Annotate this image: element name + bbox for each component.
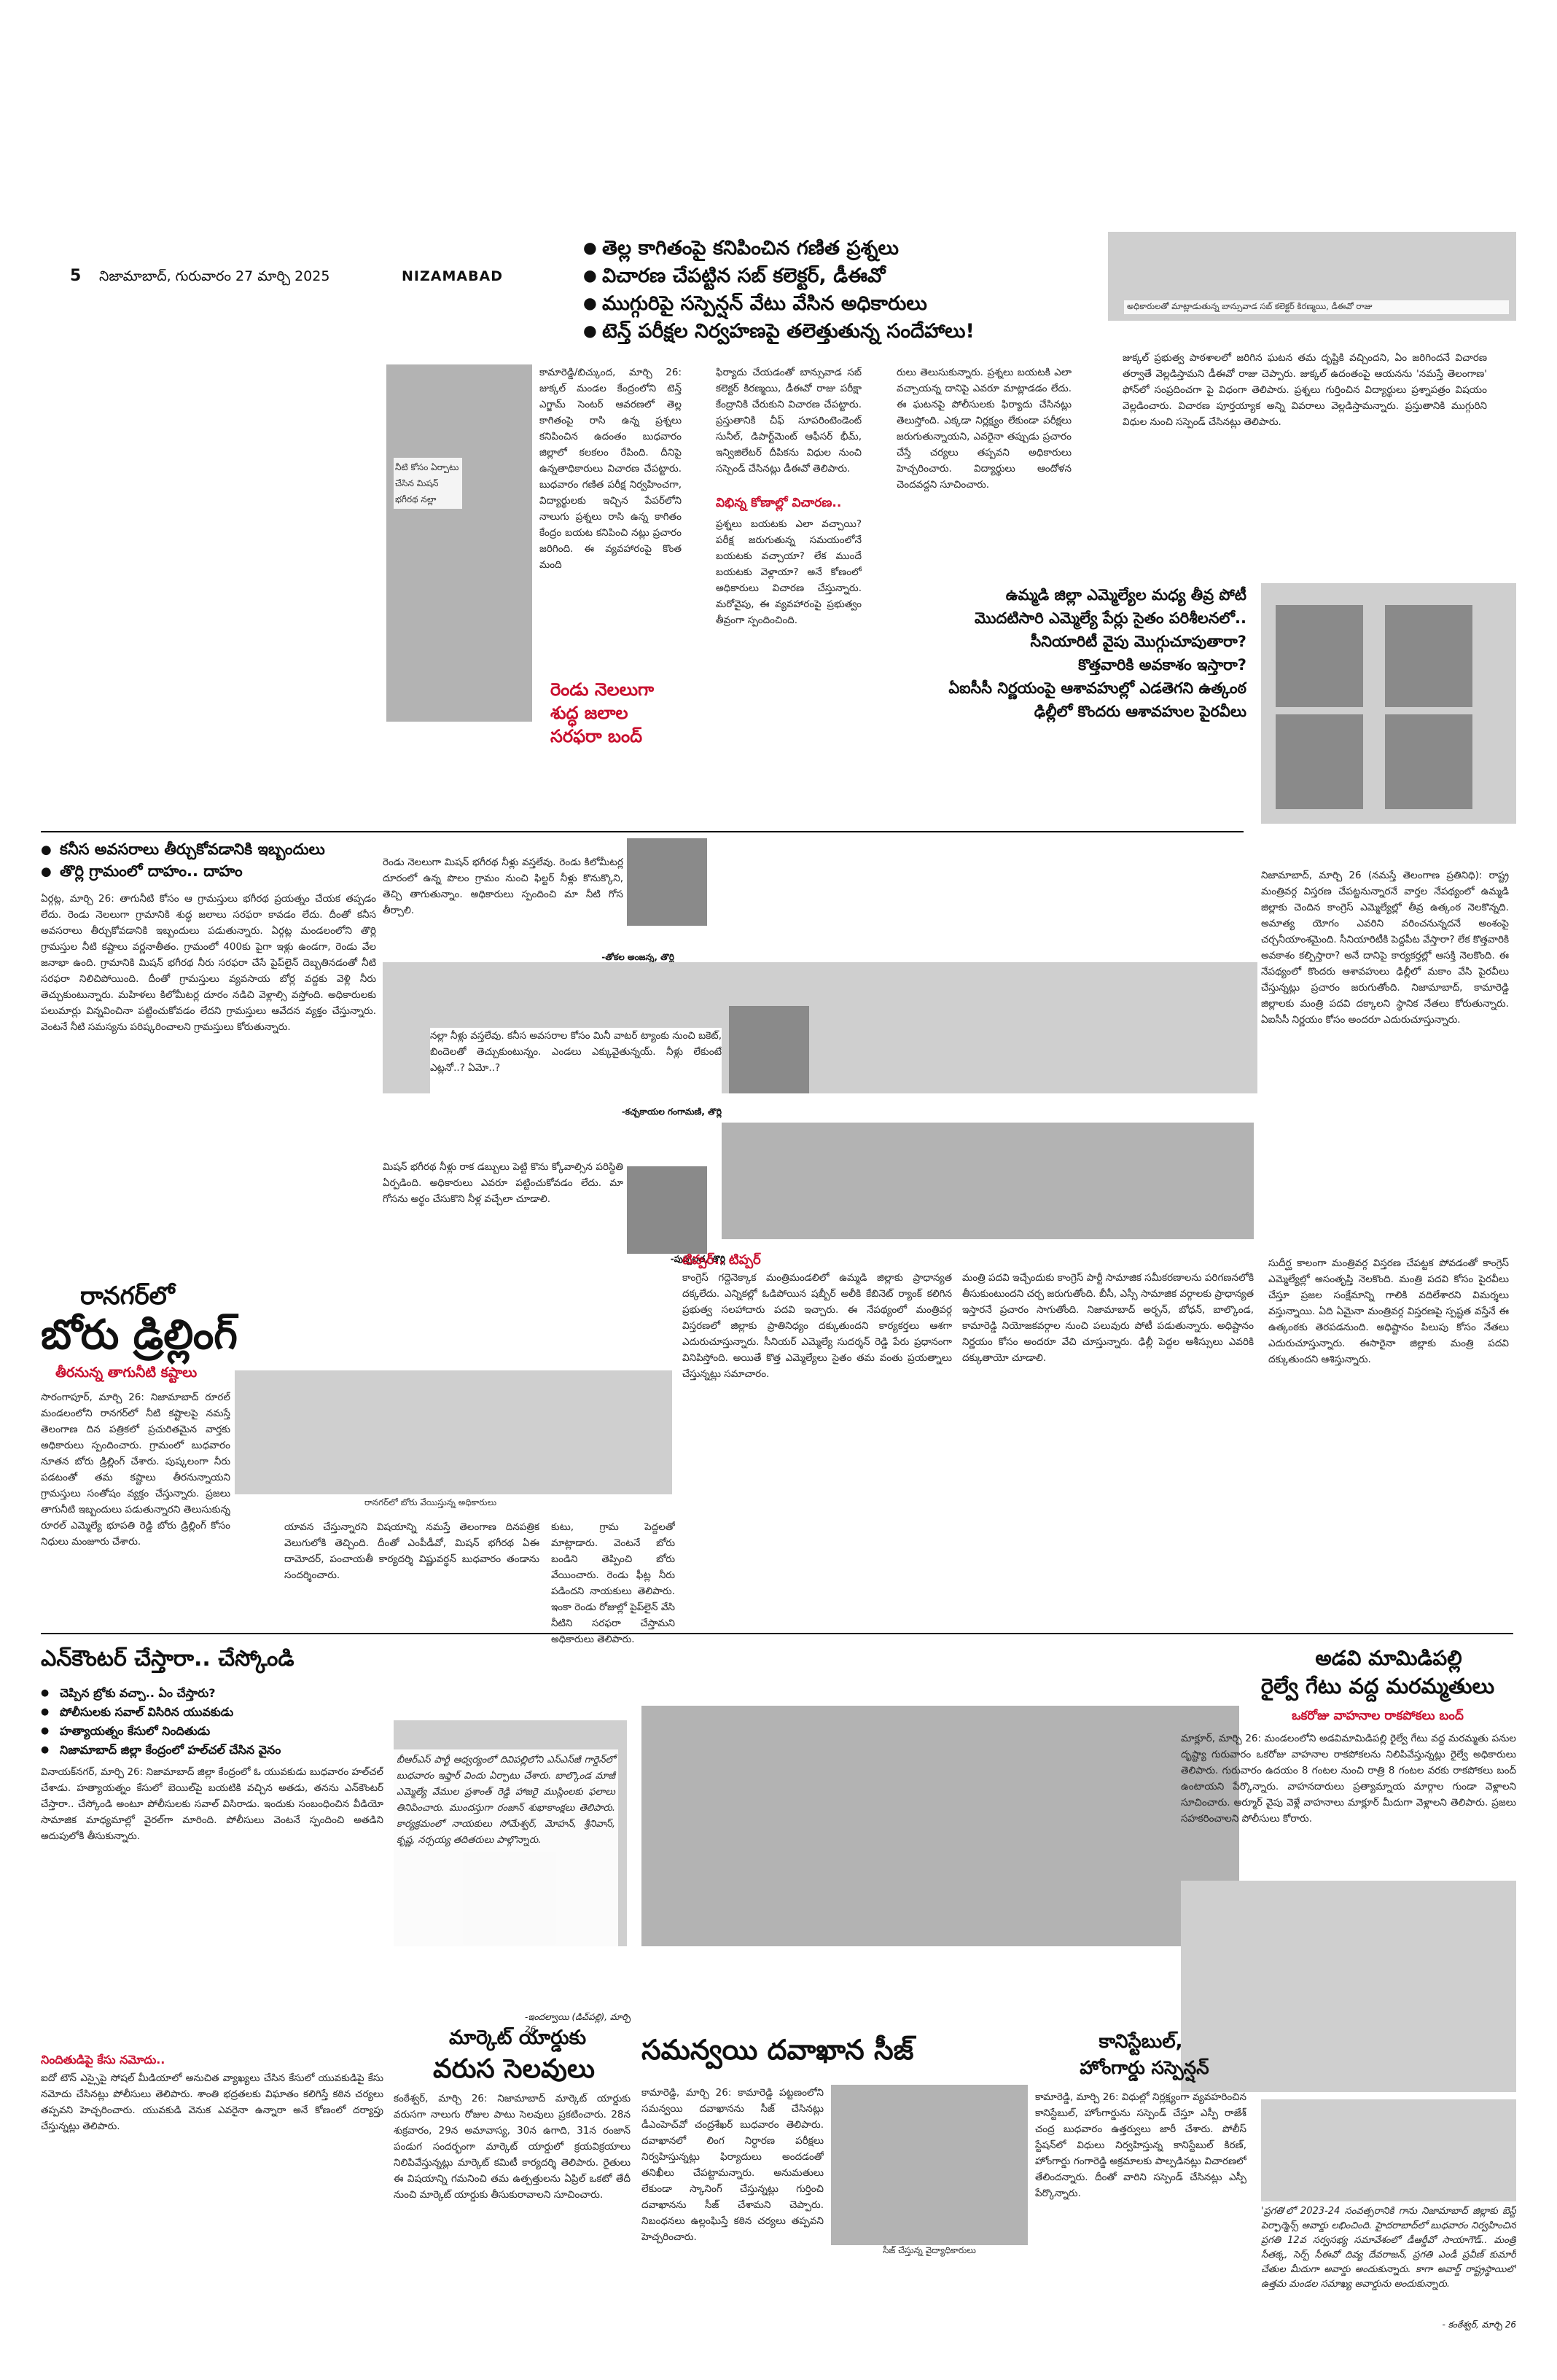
dateline: నిజామాబాద్, గురువారం 27 మార్చి 2025 bbox=[99, 268, 330, 284]
encounter-headline: ఎన్‌కౌంటర్ చేస్తారా.. చేస్కోండి bbox=[41, 1646, 294, 1671]
market-col1: కంఠేశ్వర్, మార్చి 26: నిజామాబాద్ మార్కెట… bbox=[394, 2093, 631, 2201]
top-story-headline-bullets: తెల్ల కాగితంపై కనిపించిన గణిత ప్రశ్నలు వ… bbox=[583, 235, 1021, 346]
encounter-photo bbox=[641, 1706, 1239, 1946]
top-story-bullet: విచారణ చేపట్టిన సబ్ కలెక్టర్, డీఈవో bbox=[583, 262, 1021, 290]
top-story-col2b: ప్రశ్నలు బయటకు ఎలా వచ్చాయి? పరీక్ష జరుగు… bbox=[716, 518, 862, 626]
politics-photo-portrait bbox=[1276, 714, 1363, 809]
tipper-col2: మంత్రి పదవి ఇచ్చేందుకు కాంగ్రెస్ పార్టీ … bbox=[962, 1272, 1254, 1364]
borewell-photo bbox=[235, 1370, 672, 1494]
borewell-headline-line2: బోరు డ్రిల్లింగ్ bbox=[41, 1311, 238, 1359]
water-quote-2: నల్లా నీళ్లు వస్తలేవు. కనీస అవసరాల కోసం … bbox=[430, 1028, 722, 1108]
iftar-credit: -ఇందల్వాయి (డిచ్‌పల్లి), మార్చి 26 bbox=[525, 2012, 631, 2034]
water-quote-1: రెండు నెలలుగా మిషన్ భగీరథ నీళ్లు వస్తలేవ… bbox=[383, 857, 623, 916]
award-photo bbox=[1261, 2099, 1516, 2201]
award-note: 'ప్రగతి'లో 2023-24 సంవత్సరానికి గాను నిజ… bbox=[1261, 2206, 1516, 2290]
encounter-subhead: నిందితుడిపై కేసు నమోదు.. bbox=[41, 2053, 165, 2067]
encounter-bullet: హత్యాయత్నం కేసులో నిందితుడు bbox=[41, 1722, 405, 1741]
top-story-bullet: ముగ్గురిపై సస్పెన్షన్ వేటు వేసిన అధికారు… bbox=[583, 290, 1021, 318]
politics-headline-line: ఉమ్మడి జిల్లా ఎమ్మెల్యేల మధ్య తీవ్ర పోటీ bbox=[1005, 586, 1246, 604]
water-story-bullets: కనీస అవసరాలు తీర్చుకోవడానికి ఇబ్బందులు త… bbox=[41, 838, 405, 882]
water-portrait-3 bbox=[627, 1166, 707, 1254]
red-kicker: రెండు నెలలుగా శుద్ధ జలాల సరఫరా బంద్ bbox=[550, 679, 655, 746]
politics-headline-line: మొదటిసారి ఎమ్మెల్యే పేర్లు సైతం పరిశీలనల… bbox=[975, 609, 1246, 627]
constable-headline-line1: కానిస్టేబుల్, bbox=[1099, 2031, 1183, 2053]
railway-headline-line2: రైల్వే గేటు వద్ద మరమ్మతులు bbox=[1260, 1674, 1495, 1698]
tipper-col3: సుదీర్ఘ కాలంగా మంత్రివర్గ విస్తరణ చేపట్ట… bbox=[1268, 1257, 1509, 1365]
water-portrait-2 bbox=[729, 1006, 809, 1093]
railway-headline-line1: అడవి మామిడిపల్లి bbox=[1315, 1646, 1462, 1670]
masthead: 5 నిజామాబాద్, గురువారం 27 మార్చి 2025 NI… bbox=[70, 265, 580, 290]
award-credit: - కంఠేశ్వర్, మార్చి 26 bbox=[1442, 2319, 1516, 2330]
encounter-bullet: చెప్పిన బ్రోకు వచ్చా.. ఏం చేస్తారు? bbox=[41, 1684, 405, 1703]
section-divider bbox=[41, 1633, 1513, 1634]
politics-headline-line: కొత్తవారికి అవకాశం ఇస్తారా? bbox=[1078, 656, 1246, 674]
top-story-col1: కామారెడ్డి/బిచ్కుంద, మార్చి 26: జుక్కల్ … bbox=[539, 367, 682, 571]
water-credit-3: -పుష్పలత, తొర్లి bbox=[670, 1254, 725, 1264]
politics-headline-line: ఢిల్లీలో కొందరు ఆశావహుల పైరవీలు bbox=[1034, 703, 1246, 720]
politics-photo-portrait bbox=[1385, 714, 1472, 809]
hospital-col1: కామారెడ్డి, మార్చి 26: కామారెడ్డి పట్టణం… bbox=[641, 2087, 824, 2243]
water-story-bullet: కనీస అవసరాలు తీర్చుకోవడానికి ఇబ్బందులు bbox=[41, 838, 405, 860]
water-credit-1: -తోకల అంజన్న, తొర్లి bbox=[601, 952, 674, 962]
railway-subhead: ఒకరోజు వాహనాల రాకపోకలు బంద్ bbox=[1292, 1709, 1464, 1723]
borewell-col2: యావన చేస్తున్నారని విషయాన్ని నమస్తే తెలం… bbox=[284, 1521, 539, 1581]
market-headline-line2: వరుస సెలవులు bbox=[433, 2054, 595, 2084]
top-story-col3: రులు తెలుసుకున్నారు. ప్రశ్నలు బయటకి ఎలా … bbox=[897, 367, 1072, 491]
tipper-col1: కాంగ్రెస్ గద్దెనెక్కాక మంత్రిమండలిలో ఉమ్… bbox=[682, 1272, 952, 1380]
railway-photo bbox=[1181, 1881, 1516, 2092]
politics-headline: ఉమ్మడి జిల్లా ఎమ్మెల్యేల మధ్య తీవ్ర పోటీ… bbox=[904, 583, 1246, 723]
page-number: 5 bbox=[70, 267, 82, 285]
constable-col1: కామారెడ్డి, మార్చి 26: విధుల్లో నిర్లక్ష… bbox=[1035, 2091, 1246, 2199]
water-portrait-1 bbox=[627, 838, 707, 926]
encounter-col1b: ఐదో టౌన్ ఎస్సైపై సోషల్ మీడియాలో అనుచిత వ… bbox=[41, 2072, 383, 2132]
tap-photo-caption: నీటి కోసం ఏర్పాటు చేసిన మిషన్ భగీరథ నల్ల… bbox=[394, 458, 462, 509]
top-story-bullet: తెల్ల కాగితంపై కనిపించిన గణిత ప్రశ్నలు bbox=[583, 235, 1021, 262]
water-quote-3: మిషన్ భగీరథ నీళ్లు రాక డబ్బులు పెట్టి కొ… bbox=[383, 1161, 623, 1205]
market-headline-line1: మార్కెట్ యార్డుకు bbox=[448, 2026, 587, 2049]
tap-photo bbox=[386, 364, 532, 722]
borewell-photo-caption: రానగర్‌లో బోరు వేయిస్తున్న అధికారులు bbox=[364, 1497, 497, 1507]
borewell-col3: కుటు, గ్రామ పెద్దలతో మాట్లాడారు. వెంటనే … bbox=[551, 1521, 675, 1645]
encounter-bullets: చెప్పిన బ్రోకు వచ్చా.. ఏం చేస్తారు? పోలీ… bbox=[41, 1684, 405, 1760]
top-story-photo-caption: అధికారులతో మాట్లాడుతున్న బాన్సువాడ సబ్ క… bbox=[1124, 300, 1509, 314]
water-credit-2: -కచ్చకాయల గంగామణి, తొర్లి bbox=[621, 1107, 722, 1117]
top-story-bullet: టెన్త్ పరీక్షల నిర్వహణపై తలెత్తుతున్న సం… bbox=[583, 318, 1021, 346]
hospital-headline: సమన్వయి దవాఖాన సీజ్ bbox=[641, 2034, 914, 2066]
politics-photo-portrait bbox=[1276, 605, 1363, 707]
borewell-col1: సారంగాపూర్, మార్చి 26: నిజామాబాద్ రూరల్ … bbox=[41, 1392, 230, 1548]
politics-col-right: నిజామాబాద్, మార్చి 26 (నమస్తే తెలంగాణ ప్… bbox=[1261, 870, 1509, 1026]
politics-headline-line: సీనియారిటీ వైపు మొగ్గుచూపుతారా? bbox=[1030, 633, 1246, 650]
hospital-photo-caption: సీజ్ చేస్తున్న వైద్యాధికారులు bbox=[883, 2245, 976, 2255]
politics-headline-line: ఏఐసీసీ నిర్ణయంపై ఆశావహుల్లో ఎడతెగని ఉత్క… bbox=[948, 679, 1246, 697]
iftar-text: బీఆర్‌ఎస్ పార్టీ ఆధ్వర్యంలో దివిపల్లిలోన… bbox=[394, 1749, 618, 1974]
section-label: NIZAMABAD bbox=[402, 268, 504, 284]
top-story-col2: ఫిర్యాదు చేయడంతో బాన్సువాడ సబ్ కలెక్టర్ … bbox=[716, 367, 862, 475]
railway-col1: మాక్లూర్, మార్చి 26: మండలంలోని అడవిమామిడ… bbox=[1181, 1733, 1516, 1825]
section-divider bbox=[41, 831, 1244, 832]
tipper-box-title: టిప్పర్.. టిప్పర్ bbox=[682, 1252, 761, 1268]
hospital-photo bbox=[831, 2085, 1028, 2245]
constable-headline-line2: హోంగార్డు సస్పెన్షన్ bbox=[1080, 2057, 1209, 2078]
encounter-bullet: పోలీసులకు సవాల్ విసిరిన యువకుడు bbox=[41, 1703, 405, 1722]
borewell-headline-line1: రానగర్‌లో bbox=[80, 1281, 175, 1311]
encounter-bullet: నిజామాబాద్ జిల్లా కేంద్రంలో హల్‌చల్ చేసి… bbox=[41, 1741, 405, 1760]
water-story-bullet: తొర్లి గ్రామంలో దాహం.. దాహం bbox=[41, 860, 405, 882]
politics-photo-portrait bbox=[1385, 605, 1472, 707]
top-story-subhead: విభిన్న కోణాల్లో విచారణ.. bbox=[716, 496, 842, 510]
top-story-col4: జుక్కల్ ప్రభుత్వ పాఠశాలలో జరిగిన ఘటన తమ … bbox=[1123, 352, 1487, 428]
water-photo-2 bbox=[722, 1123, 1254, 1239]
borewell-subhead: తీరనున్న తాగునీటి కష్టాలు bbox=[55, 1365, 198, 1381]
water-story-col1: ఏర్గట్ల, మార్చి 26: తాగునీటి కోసం ఆ గ్రా… bbox=[41, 893, 376, 1033]
encounter-col1: వినాయక్‌నగర్, మార్చి 26: నిజామాబాద్ జిల్… bbox=[41, 1766, 383, 1842]
